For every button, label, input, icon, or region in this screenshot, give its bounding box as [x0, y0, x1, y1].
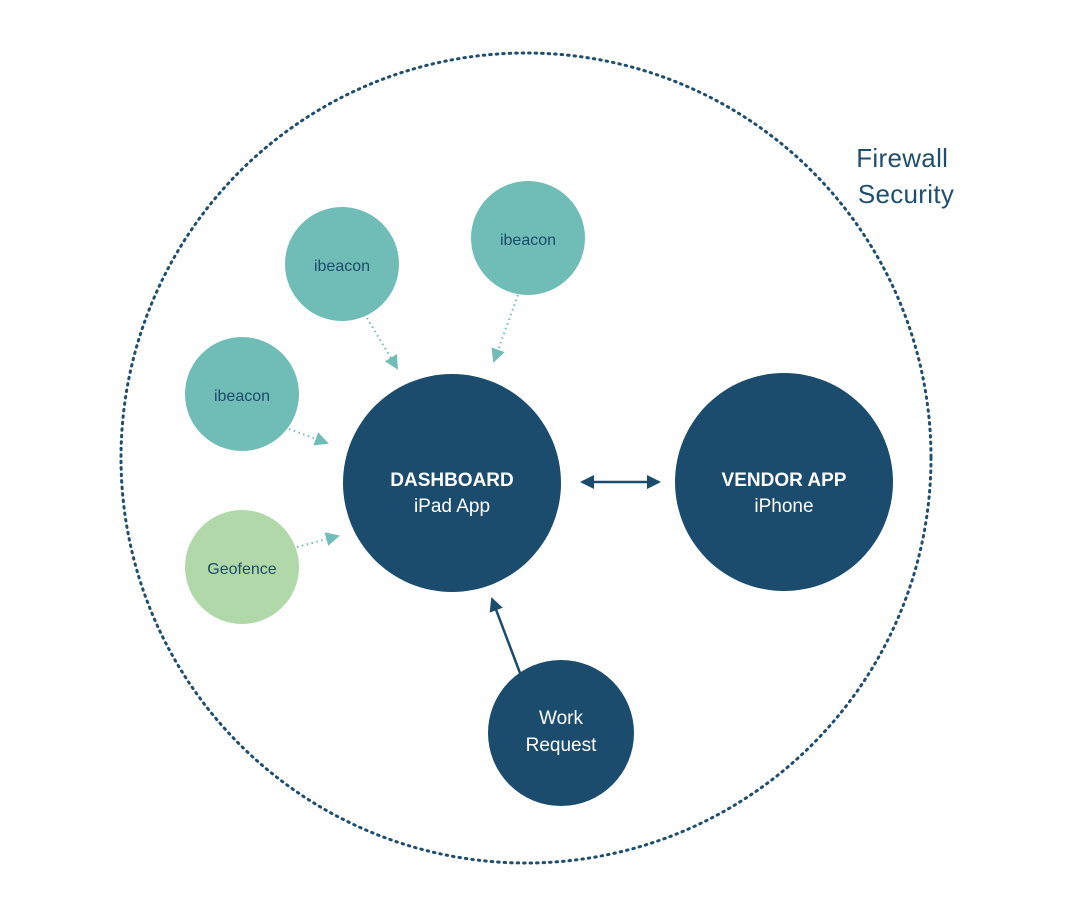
beacon-label: ibeacon [214, 388, 270, 405]
beacon-left-arrow [288, 428, 329, 446]
geofence-arrow [296, 532, 340, 548]
vendor-app-subtitle: iPhone [754, 496, 813, 517]
geofence-label: Geofence [207, 561, 276, 578]
work-request-arrow [489, 597, 522, 674]
vendor-app-node: VENDOR APP iPhone [675, 373, 893, 591]
dashboard-title: DASHBOARD [390, 470, 514, 491]
work-request-node: Work Request [488, 660, 634, 806]
beacon-node-left: ibeacon [185, 337, 299, 451]
firewall-label-line2: Security [858, 179, 954, 209]
firewall-label: Firewall Security [856, 143, 956, 209]
beacon-top-left-arrow [366, 317, 399, 370]
work-request-line1: Work [539, 708, 583, 729]
vendor-app-title: VENDOR APP [722, 470, 847, 491]
beacon-node-top-left: ibeacon [285, 207, 399, 321]
firewall-boundary [119, 51, 933, 865]
beacon-node-top-right: ibeacon [471, 181, 585, 295]
dashboard-subtitle: iPad App [414, 496, 490, 517]
geofence-node: Geofence [185, 510, 299, 624]
work-request-line2: Request [526, 735, 597, 756]
beacon-label: ibeacon [314, 258, 370, 275]
beacon-top-right-arrow [491, 294, 519, 363]
dashboard-node: DASHBOARD iPad App [343, 374, 561, 592]
firewall-label-line1: Firewall [856, 143, 948, 173]
beacon-label: ibeacon [500, 232, 556, 249]
